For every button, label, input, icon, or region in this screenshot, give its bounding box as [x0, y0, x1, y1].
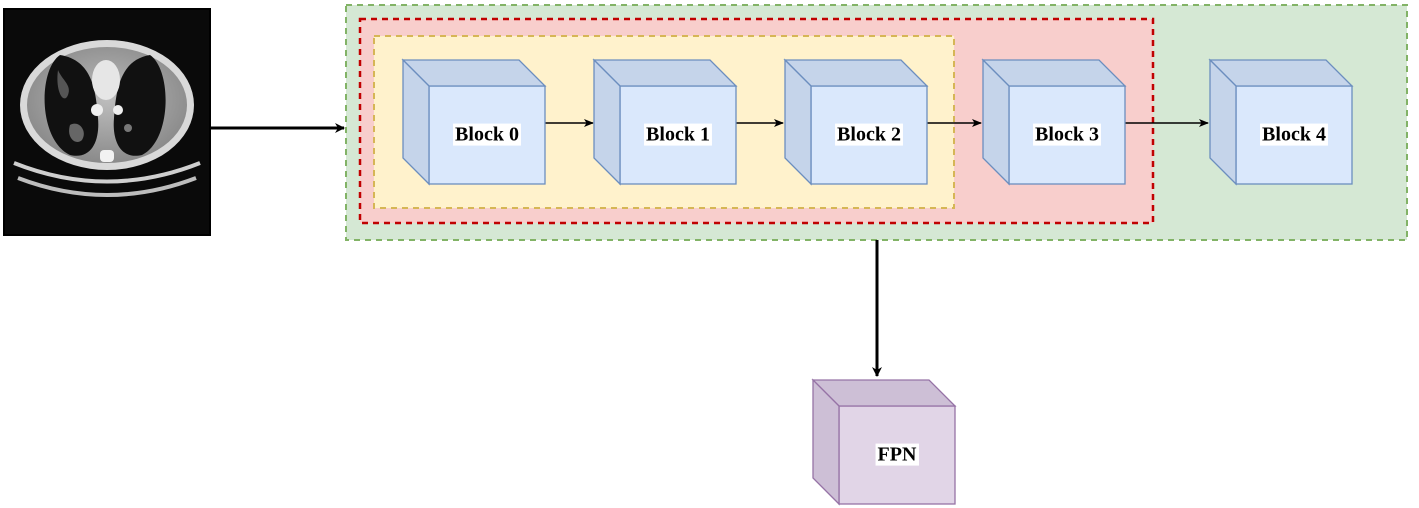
block-0-label-background	[453, 123, 521, 146]
block-4-label-background	[1260, 123, 1328, 146]
block-2-label: Block 2	[837, 124, 901, 146]
input-ct-image	[3, 8, 211, 236]
block-0-label: Block 0	[455, 124, 519, 146]
fpn: FPN	[811, 378, 957, 506]
block-3-label: Block 3	[1035, 124, 1099, 146]
fpn-label-background	[875, 443, 919, 466]
ct-scan-slice-icon	[13, 40, 201, 197]
block-1-side-face	[593, 58, 621, 186]
fpn-side-face	[812, 378, 840, 506]
block-4-label: Block 4	[1262, 124, 1326, 146]
fpn-block: FPN	[811, 378, 957, 506]
fpn-label: FPN	[878, 444, 917, 466]
block-4-side-face	[1209, 58, 1237, 186]
block-2-side-face	[784, 58, 812, 186]
block-0-side-face	[402, 58, 430, 186]
block-2: Block 2	[783, 58, 929, 186]
block-1: Block 1	[592, 58, 738, 186]
block-2-label-background	[835, 123, 903, 146]
block-3-side-face	[982, 58, 1010, 186]
block-3: Block 3	[981, 58, 1127, 186]
block-1-label: Block 1	[646, 124, 710, 146]
block-1-label-background	[644, 123, 712, 146]
blocks: Block 0 Block 1 Block 2 Block 3 Block 4	[401, 58, 1354, 186]
block-4: Block 4	[1208, 58, 1354, 186]
block-0: Block 0	[401, 58, 547, 186]
block-3-label-background	[1033, 123, 1101, 146]
